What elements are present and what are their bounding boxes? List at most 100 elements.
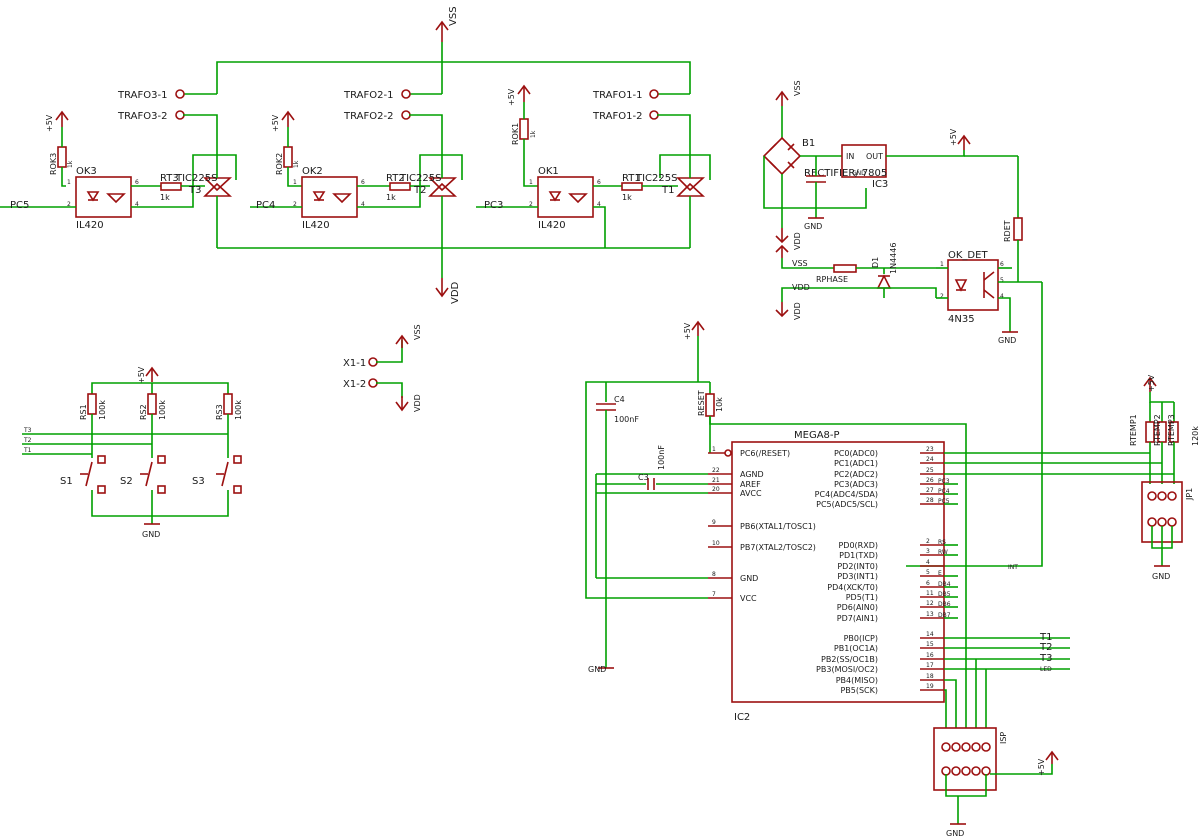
ch3-5v-label: +5V: [45, 114, 54, 132]
d1-label: D1: [871, 257, 880, 268]
mcu-right-pin-num: 28: [926, 497, 934, 504]
mcu-right-pin-name: PB2(SS/OC1B): [821, 655, 878, 664]
reg-out-label: OUT: [866, 152, 883, 161]
mcu-right-pin-num: 19: [926, 683, 934, 690]
mcu-right-pin-name: PD4(XCK/T0): [827, 583, 878, 592]
rok3-label: ROK3: [49, 153, 58, 175]
temp-5v-label: +5V: [1147, 374, 1156, 392]
ok3-label: OK3: [76, 166, 97, 177]
rphase-label: RPHASE: [816, 275, 848, 284]
channel-1: +5V ROK1 1k OK1 IL420 12 64 PC3 RT1 1k T…: [476, 84, 711, 248]
mcu-right-pin-num: 24: [926, 456, 934, 463]
mcu-5v-label: +5V: [683, 322, 692, 340]
ok1-part: IL420: [538, 220, 566, 231]
mcu-right-pin-num: 5: [926, 569, 930, 576]
mcu-ref: IC2: [734, 712, 750, 723]
mcu-gnd-label: GND: [588, 665, 606, 674]
mcu-right-pin-net: RS: [938, 539, 946, 546]
mcu-right-pin-name: PD7(AIN1): [837, 614, 878, 623]
svg-text:4: 4: [135, 201, 139, 208]
isp-5v-label: +5V: [1037, 758, 1046, 776]
sw-net-t3: T3: [23, 427, 32, 434]
vdd-bus: VDD: [217, 247, 690, 304]
x1-vss-label: VSS: [413, 324, 422, 340]
mcu-left-pin-name: PB6(XTAL1/TOSC1): [740, 522, 816, 531]
t3-part: TIC225S: [175, 173, 217, 184]
rs1-value: 100k: [98, 400, 107, 420]
rs2-value: 100k: [158, 400, 167, 420]
mcu-right-pin-net: E: [938, 570, 942, 577]
rok2-value: 1k: [293, 160, 300, 168]
x1-2-label: X1-2: [343, 379, 366, 390]
mcu-right-pin-net: DB4: [938, 581, 951, 588]
mcu-right-pin-name: PC1(ADC1): [834, 459, 878, 468]
rtemp-value: 120k: [1191, 426, 1200, 446]
svg-text:1: 1: [293, 179, 297, 186]
mcu-left-pin-num: 20: [712, 486, 720, 493]
mcu-left-pin-name: AREF: [740, 480, 761, 489]
s1-label: S1: [60, 476, 73, 487]
isp-gnd-label: GND: [946, 829, 964, 838]
mcu-right-pin-net: PC5: [938, 498, 950, 505]
okdet-label: OK_DET: [948, 250, 988, 261]
svg-text:6: 6: [597, 179, 601, 186]
rok2-label: ROK2: [275, 153, 284, 175]
ok2-label: OK2: [302, 166, 323, 177]
mcu-right-pin-num: 12: [926, 600, 934, 607]
b1-label: B1: [802, 138, 815, 149]
ch3-net-label: PC5: [10, 200, 29, 211]
okdet-gnd-label: GND: [998, 336, 1016, 345]
isp-label: ISP: [999, 732, 1008, 744]
trafo3-2-label: TRAFO3-2: [117, 111, 167, 122]
mcu-right-pin-name: PC0(ADC0): [834, 449, 878, 458]
svg-text:2: 2: [293, 201, 297, 208]
ok3-part: IL420: [76, 220, 104, 231]
mcu-right-pin-num: 13: [926, 611, 934, 618]
mcu-right-pin-num: 15: [926, 641, 934, 648]
c3-value: 100nF: [657, 445, 666, 470]
rdet-label: RDET: [1003, 220, 1012, 242]
ch1-net-label: PC3: [484, 200, 503, 211]
mcu-right-pin-name: PB3(MOSI/OC2): [816, 665, 878, 674]
mcu-right-pin-net: RW: [938, 549, 948, 556]
mcu-left-pin-name: AGND: [740, 470, 764, 479]
reg-gnd-label: GND: [852, 170, 866, 177]
vss-top-label: VSS: [448, 6, 459, 26]
svg-text:6: 6: [361, 179, 365, 186]
sup-vss-label: VSS: [793, 80, 802, 96]
c3-label: C3: [638, 473, 649, 482]
mcu-right-pin-num: 17: [926, 662, 934, 669]
mcu-left-pin-name: PB7(XTAL2/TOSC2): [740, 543, 816, 552]
rt1-value: 1k: [622, 193, 632, 202]
rt3-label: RT3: [160, 173, 179, 184]
mcu-right-pin-name: PD1(TXD): [839, 551, 878, 560]
c4-label: C4: [614, 395, 625, 404]
mcu-left-pin-num: 22: [712, 467, 720, 474]
x1-vdd-label: VDD: [413, 394, 422, 412]
mcu-right-pin-net: PC3: [938, 478, 950, 485]
pb-led-label: LED: [1040, 666, 1052, 673]
sup-vdd-label: VDD: [793, 232, 802, 250]
rtemp1-label: RTEMP1: [1129, 414, 1138, 446]
mcu-right-pin-num: 2: [926, 538, 930, 545]
mcu-left-pin-name: VCC: [740, 594, 757, 603]
isp-section: ISP +5V GND: [933, 727, 1059, 838]
temp-section: +5V RTEMP1 RTEMP2 RTEMP3 120k JP1 GND: [1129, 374, 1200, 581]
reg-in-label: IN: [846, 152, 854, 161]
mcu-right-pin-num: 25: [926, 467, 934, 474]
svg-text:6: 6: [135, 179, 139, 186]
pb-t1-label: T1: [1039, 632, 1052, 643]
t3-label: T3: [188, 185, 201, 196]
mcu-right-pin-name: PC5(ADC5/SCL): [816, 500, 878, 509]
mcu-left-pin-name: PC6(/RESET): [740, 449, 790, 458]
sup-vdd2-label: VDD: [793, 302, 802, 320]
rs3-label: RS3: [215, 404, 224, 420]
mcu-right-pin-num: 14: [926, 631, 934, 638]
rt2-value: 1k: [386, 193, 396, 202]
rok1-label: ROK1: [511, 123, 520, 145]
mcu-right-pin-num: 4: [926, 559, 930, 566]
mcu-right-pin-net: DB6: [938, 601, 951, 608]
trafo1-1-label: TRAFO1-1: [592, 90, 642, 101]
t1-label: T1: [661, 185, 674, 196]
